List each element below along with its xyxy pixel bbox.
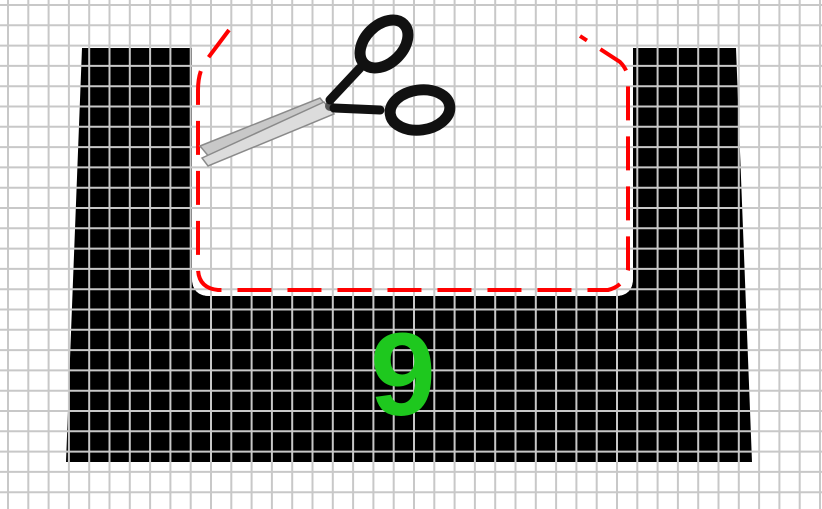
puzzle-number: 9 bbox=[370, 309, 436, 441]
scissors-arm-lower bbox=[334, 108, 380, 110]
